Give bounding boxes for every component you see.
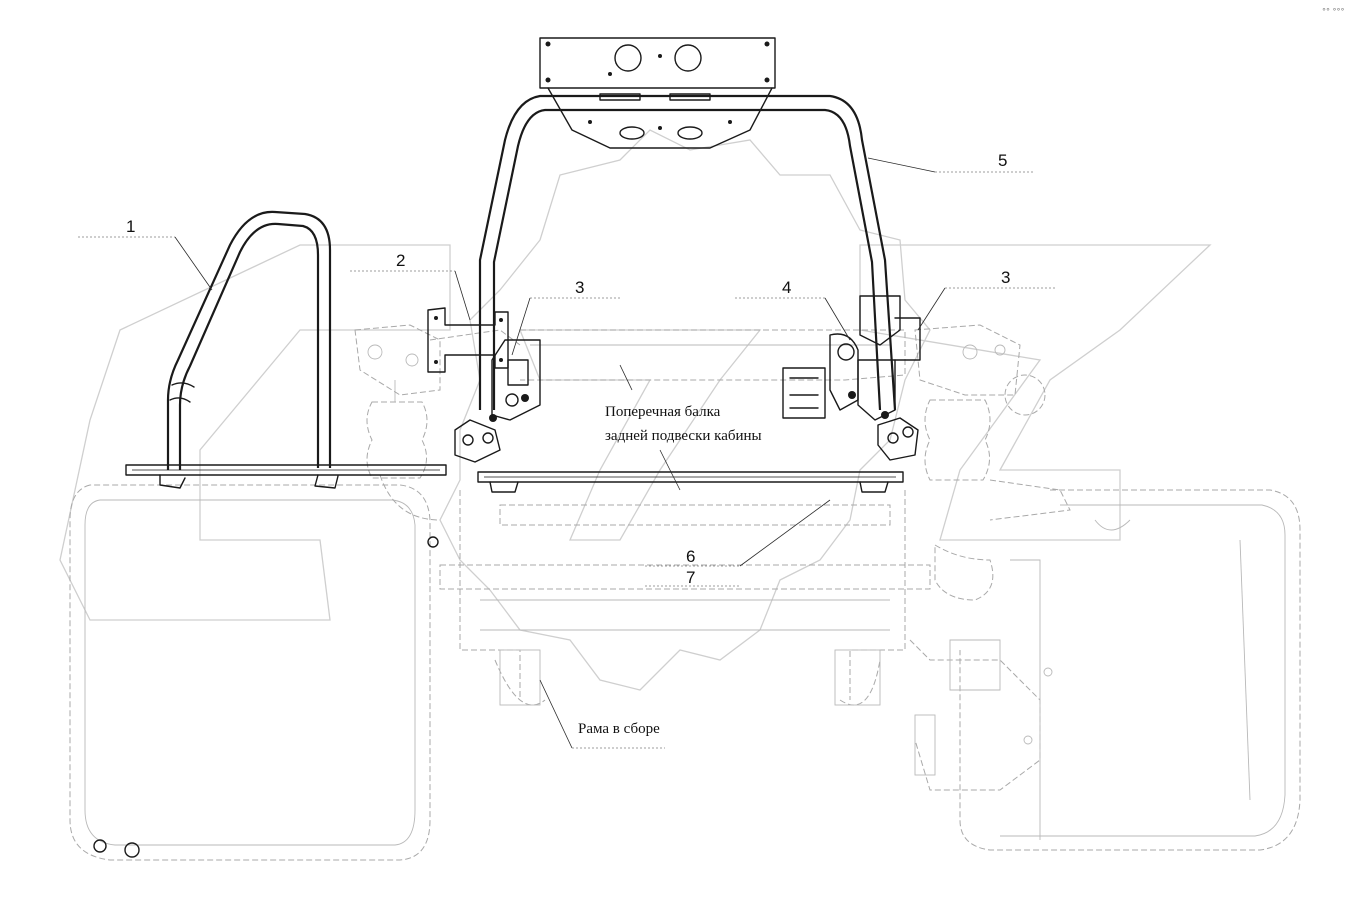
annotations: Поперечная балка задней подвески кабины … — [578, 404, 762, 737]
part-label-5: 5 — [998, 151, 1007, 170]
part-numbers: 1 2 3 4 3 5 6 7 — [126, 151, 1010, 587]
lock-mechanism-left — [454, 339, 541, 463]
frame-assembly-outline — [439, 490, 1053, 840]
part-label-7: 7 — [686, 568, 695, 587]
leader-lines — [78, 157, 1055, 749]
part-label-2: 2 — [396, 251, 405, 270]
left-suspension-linkage — [354, 324, 521, 521]
air-spring-left — [366, 380, 428, 479]
valve-block — [782, 333, 859, 419]
cross-beam-label-line2: задней подвески кабины — [605, 428, 762, 444]
center-platform — [477, 471, 904, 493]
top-bracket-plate — [539, 37, 776, 149]
watermark — [59, 129, 1212, 691]
cross-beam-label-line1: Поперечная балка — [605, 404, 721, 420]
part-label-3-left: 3 — [575, 278, 584, 297]
part-label-4: 4 — [782, 278, 791, 297]
frame-assembly-label: Рама в сборе — [578, 721, 660, 737]
rear-cross-beam — [520, 329, 906, 381]
air-spring-right — [924, 374, 1046, 481]
right-suspension-linkage — [914, 324, 1071, 521]
corner-mark: °° °°° — [1322, 7, 1345, 16]
part-label-1: 1 — [126, 217, 135, 236]
right-tank-outline — [959, 489, 1301, 851]
lock-mechanism-right — [857, 295, 921, 461]
part-label-3-right: 3 — [1001, 268, 1010, 287]
handrail-central — [478, 94, 897, 411]
left-tank-outline — [69, 484, 439, 861]
part-label-6: 6 — [686, 547, 695, 566]
left-platform — [125, 464, 447, 489]
handrail-left — [166, 210, 332, 470]
